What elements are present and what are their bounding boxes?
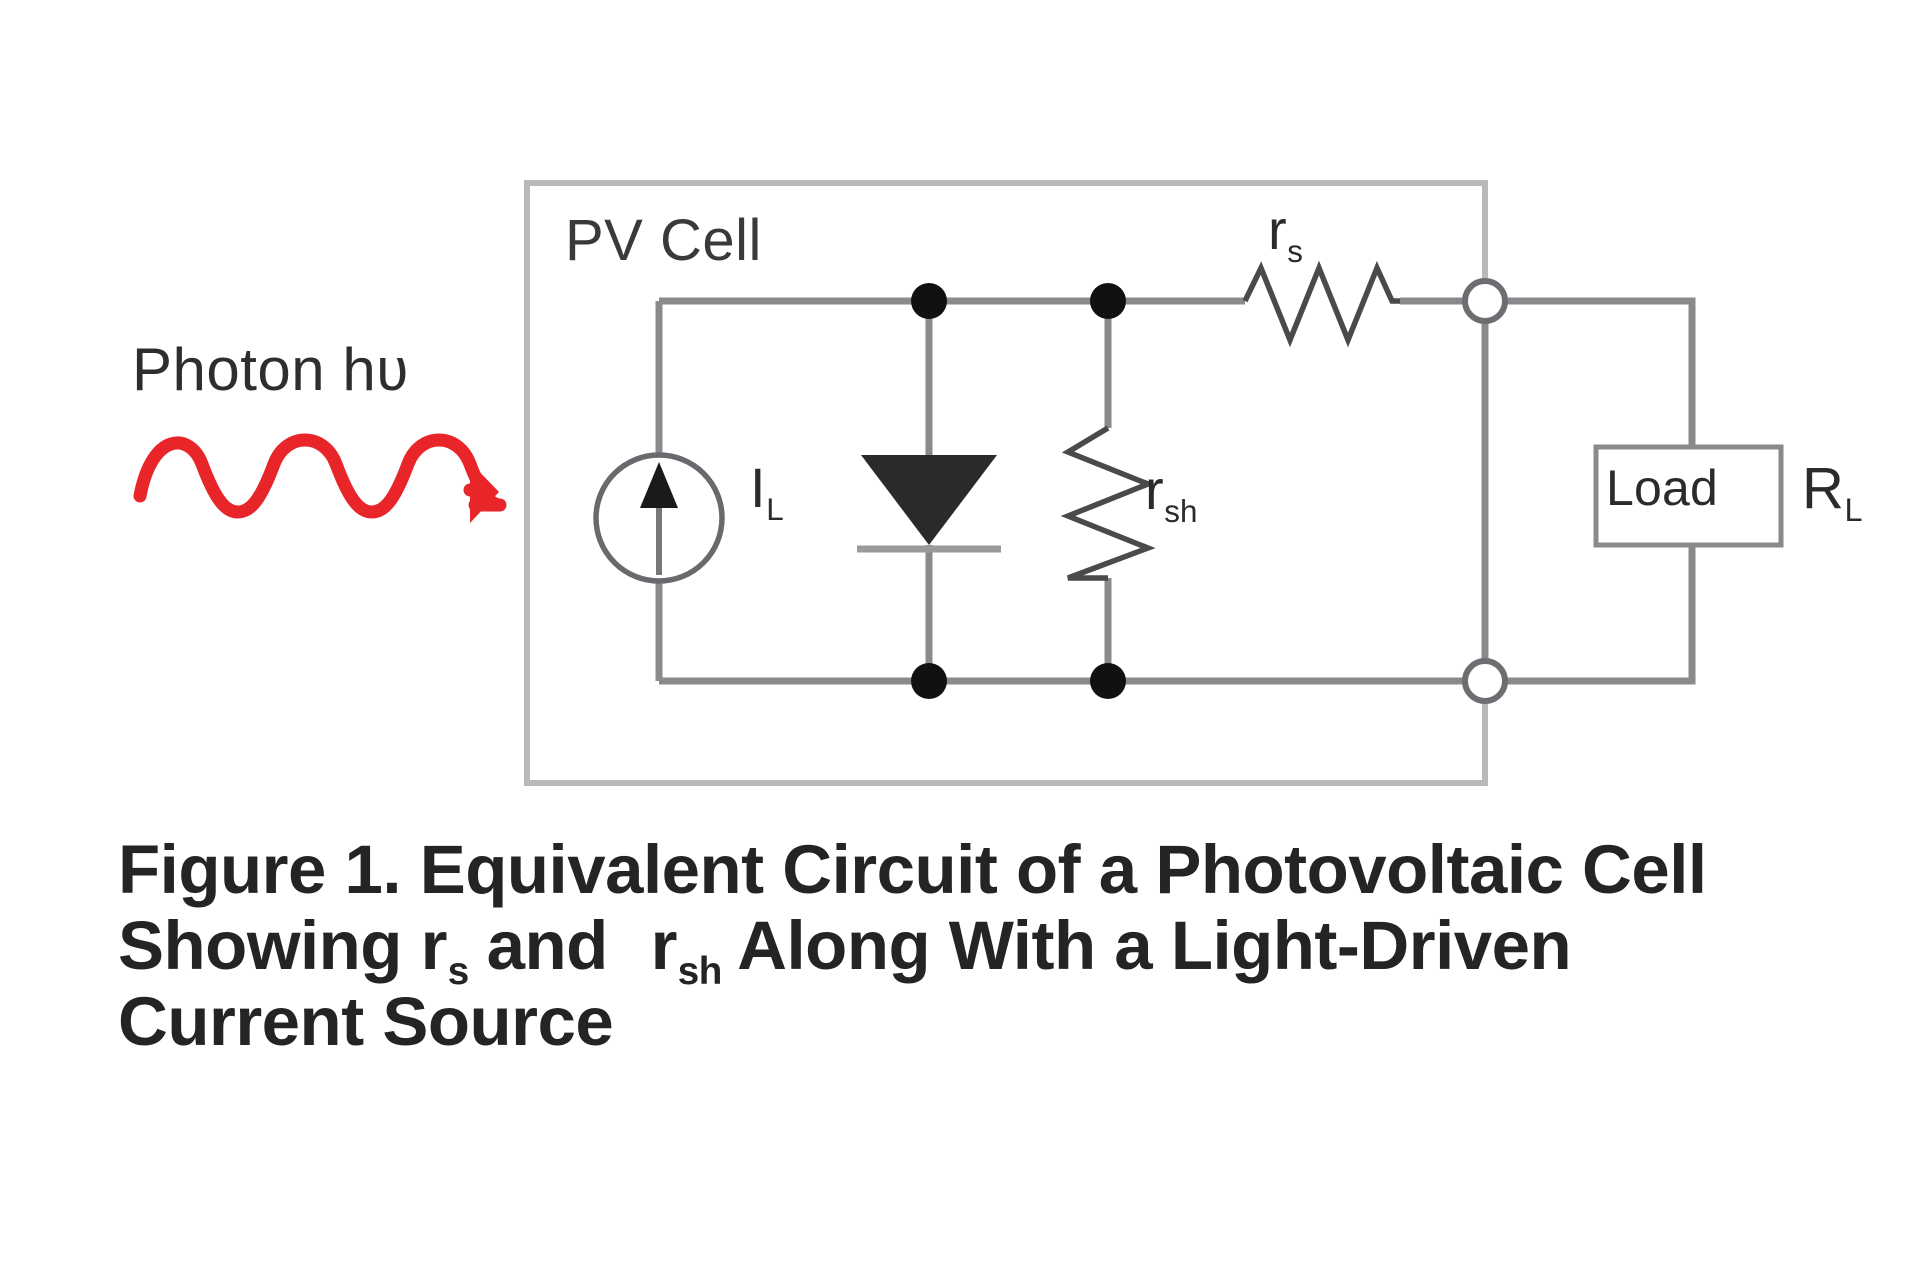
current-source-arrow-head [640,462,678,508]
junction-dot-shunt-bottom [1090,663,1126,699]
load-box-outline [1593,444,1784,548]
photon-label: Photon hʋ [132,336,410,403]
current-source-label: IL [750,456,784,527]
pv-cell-label: PV Cell [565,208,762,273]
load-resistor-label: RL [1802,456,1863,528]
figure-caption: Figure 1. Equivalent Circuit of a Photov… [118,832,1878,1060]
load-label: Load [1606,460,1719,516]
shunt-resistor-zigzag [1060,425,1156,581]
series-resistor-zigzag [1242,260,1400,348]
junction-dot-diode-bottom [911,663,947,699]
diode-triangle [861,455,997,545]
shunt-resistor-label: rsh [1145,458,1198,529]
caption-line-2: Showing rs and rsh Along With a Light-Dr… [118,906,1572,994]
caption-line-3: Current Source [118,982,614,1060]
junction-dot-diode-top [911,283,947,319]
photon-wave-path [133,433,507,519]
pv-cell-boundary-box [524,180,1488,786]
current-source-circle [593,452,725,584]
junction-dot-shunt-top [1090,283,1126,319]
output-terminal-bottom-icon [1462,658,1508,704]
output-terminal-top-icon [1462,278,1508,324]
series-resistor-label: rs [1268,198,1303,269]
photon-arrow-head [470,462,499,523]
caption-line-1: Figure 1. Equivalent Circuit of a Photov… [118,831,1707,908]
